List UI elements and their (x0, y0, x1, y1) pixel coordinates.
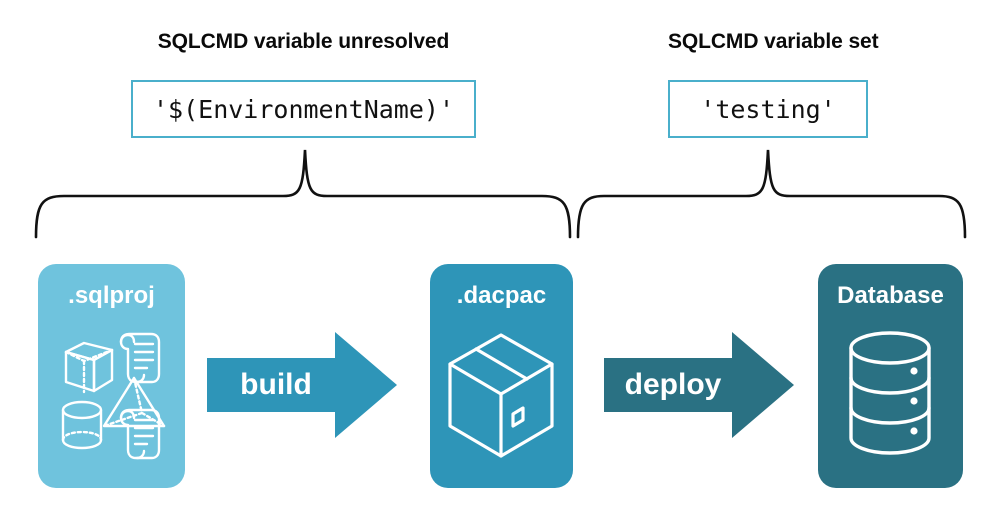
variable-value-box-unresolved: '$(EnvironmentName)' (131, 80, 476, 138)
variable-value-box-set: 'testing' (668, 80, 868, 138)
brace-connectors (34, 149, 967, 239)
card-sqlproj[interactable]: .sqlproj (38, 264, 185, 488)
cylinder-shape-icon (61, 400, 103, 450)
card-dacpac[interactable]: .dacpac (430, 264, 573, 488)
card-database-label: Database (837, 282, 944, 309)
card-dacpac-label: .dacpac (456, 282, 547, 309)
script-scroll-top-icon (119, 332, 161, 384)
phase-heading-set: SQLCMD variable set (668, 30, 879, 53)
phase-heading-unresolved: SQLCMD variable unresolved (157, 30, 450, 53)
arrow-right-icon (604, 332, 794, 438)
arrow-build-shape (207, 332, 397, 438)
database-cylinder-icon (849, 331, 931, 455)
variable-value-set: 'testing' (700, 94, 836, 124)
arrow-right-icon (207, 332, 397, 438)
variable-value-unresolved: '$(EnvironmentName)' (152, 94, 455, 124)
arrow-deploy: deploy (604, 330, 794, 440)
card-sqlproj-label: .sqlproj (68, 282, 155, 309)
arrow-build: build (207, 330, 397, 440)
script-scroll-bottom-icon (119, 408, 161, 460)
package-box-icon (448, 333, 554, 458)
arrow-deploy-shape (604, 332, 794, 438)
brace-left-icon (34, 149, 572, 239)
sql-project-objects-icon (61, 332, 166, 460)
card-database[interactable]: Database (818, 264, 963, 488)
brace-right-icon (576, 149, 967, 239)
cube-shape-icon (64, 341, 114, 394)
database-status-dots-icon (910, 367, 918, 435)
